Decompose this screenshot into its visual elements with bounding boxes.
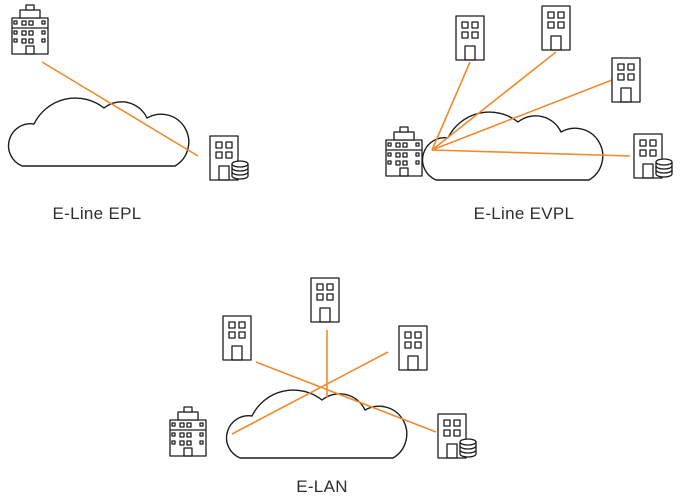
building-icon xyxy=(222,315,252,361)
elan-caption: E-LAN xyxy=(296,477,348,496)
building-icon xyxy=(455,15,485,61)
elan-cloud xyxy=(225,389,408,459)
building-icon xyxy=(611,57,641,103)
office-building-icon xyxy=(11,4,49,55)
epl-link xyxy=(41,61,199,157)
evpl-link-4 xyxy=(431,149,631,157)
elan-link-1 xyxy=(231,351,389,435)
office-building-icon xyxy=(169,406,207,457)
building-icon xyxy=(541,5,571,51)
epl-cloud xyxy=(7,97,190,167)
elan-diagram xyxy=(169,277,477,459)
evpl-link-3 xyxy=(431,79,613,151)
epl-diagram xyxy=(7,4,249,181)
building-icon xyxy=(398,325,428,371)
office-building-icon xyxy=(385,126,423,177)
evpl-link-2 xyxy=(431,51,557,151)
evpl-link-1 xyxy=(431,61,471,151)
building-icon xyxy=(310,277,340,323)
building-with-database-icon xyxy=(633,133,673,179)
evpl-caption: E-Line EVPL xyxy=(473,204,575,223)
building-with-database-icon xyxy=(209,135,249,181)
elan-link-2 xyxy=(255,361,437,433)
building-with-database-icon xyxy=(437,413,477,459)
evpl-cloud xyxy=(421,111,604,181)
epl-caption: E-Line EPL xyxy=(52,204,142,223)
evpl-diagram xyxy=(385,5,673,181)
